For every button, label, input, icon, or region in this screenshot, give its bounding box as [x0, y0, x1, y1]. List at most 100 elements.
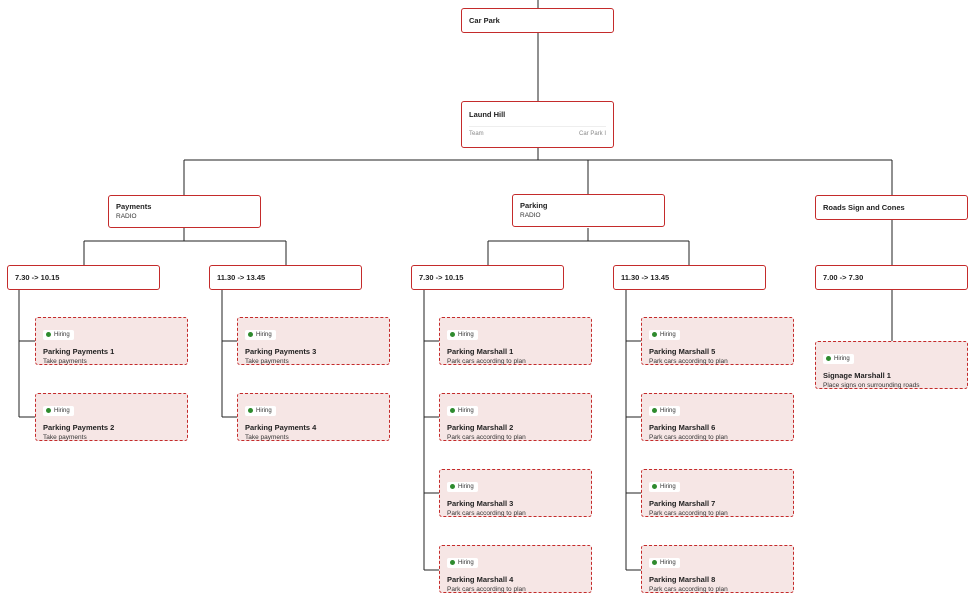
role-title: Parking Marshall 1 — [447, 347, 514, 356]
hiring-badge-label: Hiring — [458, 407, 474, 414]
shift-node[interactable]: 7.00 -> 7.30 — [815, 265, 968, 290]
department-subtitle: RADIO — [116, 213, 137, 220]
role-description: Take payments — [245, 434, 289, 441]
shift-title: 7.30 -> 10.15 — [15, 272, 60, 282]
status-dot-icon — [46, 332, 51, 337]
hiring-badge-label: Hiring — [660, 331, 676, 338]
shift-title: 7.00 -> 7.30 — [823, 272, 864, 282]
role-title: Parking Marshall 5 — [649, 347, 716, 356]
role-description: Park cars according to plan — [447, 586, 526, 593]
hiring-badge: Hiring — [245, 329, 276, 340]
role-card[interactable]: Hiring Parking Payments 4 Take payments — [237, 393, 390, 441]
status-dot-icon — [46, 408, 51, 413]
role-title: Parking Marshall 8 — [649, 575, 716, 584]
hiring-badge: Hiring — [447, 329, 478, 340]
role-description: Place signs on surrounding roads — [823, 382, 920, 389]
hiring-badge: Hiring — [43, 329, 74, 340]
role-card[interactable]: Hiring Parking Payments 3 Take payments — [237, 317, 390, 365]
role-title: Parking Marshall 3 — [447, 499, 514, 508]
hiring-badge-label: Hiring — [256, 331, 272, 338]
root-title: Car Park — [469, 15, 500, 25]
role-description: Park cars according to plan — [649, 586, 728, 593]
role-title: Parking Payments 2 — [43, 423, 115, 432]
role-card[interactable]: Hiring Parking Marshall 6 Park cars acco… — [641, 393, 794, 441]
role-card[interactable]: Hiring Parking Marshall 4 Park cars acco… — [439, 545, 592, 593]
root-node[interactable]: Car Park — [461, 8, 614, 33]
status-dot-icon — [652, 560, 657, 565]
status-dot-icon — [652, 332, 657, 337]
role-title: Signage Marshall 1 — [823, 371, 891, 380]
role-description: Take payments — [43, 434, 87, 441]
role-description: Park cars according to plan — [447, 510, 526, 517]
hiring-badge-label: Hiring — [660, 559, 676, 566]
shift-node[interactable]: 7.30 -> 10.15 — [7, 265, 160, 290]
hiring-badge: Hiring — [649, 405, 680, 416]
department-title: Payments — [116, 202, 152, 211]
status-dot-icon — [450, 332, 455, 337]
hiring-badge: Hiring — [447, 405, 478, 416]
department-parking[interactable]: Parking RADIO — [512, 194, 665, 227]
hiring-badge-label: Hiring — [54, 407, 70, 414]
role-description: Park cars according to plan — [447, 358, 526, 365]
role-description: Take payments — [43, 358, 87, 365]
site-node[interactable]: Laund Hill Team Car Park I — [461, 101, 614, 148]
role-description: Park cars according to plan — [649, 434, 728, 441]
hiring-badge-label: Hiring — [54, 331, 70, 338]
hiring-badge-label: Hiring — [458, 483, 474, 490]
shift-node[interactable]: 7.30 -> 10.15 — [411, 265, 564, 290]
department-roads-sign-and-cones[interactable]: Roads Sign and Cones — [815, 195, 968, 220]
status-dot-icon — [826, 356, 831, 361]
role-title: Parking Marshall 4 — [447, 575, 514, 584]
hiring-badge: Hiring — [447, 481, 478, 492]
site-title: Laund Hill — [469, 110, 506, 119]
shift-node[interactable]: 11.30 -> 13.45 — [209, 265, 362, 290]
hiring-badge-label: Hiring — [660, 407, 676, 414]
hiring-badge: Hiring — [649, 557, 680, 568]
hiring-badge: Hiring — [649, 329, 680, 340]
site-meta-value: Car Park I — [578, 131, 606, 137]
role-title: Parking Payments 1 — [43, 347, 115, 356]
role-card[interactable]: Hiring Parking Marshall 5 Park cars acco… — [641, 317, 794, 365]
site-meta-label: Team — [469, 131, 484, 137]
role-description: Park cars according to plan — [649, 510, 728, 517]
hiring-badge-label: Hiring — [458, 331, 474, 338]
role-description: Park cars according to plan — [649, 358, 728, 365]
role-card[interactable]: Hiring Signage Marshall 1 Place signs on… — [815, 341, 968, 389]
role-description: Take payments — [245, 358, 289, 365]
role-card[interactable]: Hiring Parking Marshall 3 Park cars acco… — [439, 469, 592, 517]
hiring-badge: Hiring — [43, 405, 74, 416]
role-title: Parking Marshall 6 — [649, 423, 716, 432]
department-subtitle: RADIO — [520, 212, 541, 219]
role-title: Parking Payments 3 — [245, 347, 317, 356]
status-dot-icon — [652, 484, 657, 489]
status-dot-icon — [248, 408, 253, 413]
role-card[interactable]: Hiring Parking Payments 1 Take payments — [35, 317, 188, 365]
hiring-badge: Hiring — [649, 481, 680, 492]
shift-title: 11.30 -> 13.45 — [217, 272, 266, 282]
role-title: Parking Payments 4 — [245, 423, 317, 432]
hiring-badge: Hiring — [245, 405, 276, 416]
department-payments[interactable]: Payments RADIO — [108, 195, 261, 228]
status-dot-icon — [248, 332, 253, 337]
role-title: Parking Marshall 2 — [447, 423, 514, 432]
shift-title: 11.30 -> 13.45 — [621, 272, 670, 282]
role-card[interactable]: Hiring Parking Marshall 7 Park cars acco… — [641, 469, 794, 517]
shift-node[interactable]: 11.30 -> 13.45 — [613, 265, 766, 290]
department-title: Parking — [520, 201, 548, 210]
hiring-badge-label: Hiring — [834, 355, 850, 362]
role-card[interactable]: Hiring Parking Marshall 1 Park cars acco… — [439, 317, 592, 365]
department-title: Roads Sign and Cones — [823, 202, 905, 212]
role-title: Parking Marshall 7 — [649, 499, 716, 508]
role-card[interactable]: Hiring Parking Marshall 2 Park cars acco… — [439, 393, 592, 441]
status-dot-icon — [450, 484, 455, 489]
role-description: Park cars according to plan — [447, 434, 526, 441]
role-card[interactable]: Hiring Parking Payments 2 Take payments — [35, 393, 188, 441]
hiring-badge-label: Hiring — [660, 483, 676, 490]
status-dot-icon — [450, 408, 455, 413]
role-card[interactable]: Hiring Parking Marshall 8 Park cars acco… — [641, 545, 794, 593]
status-dot-icon — [450, 560, 455, 565]
status-dot-icon — [652, 408, 657, 413]
shift-title: 7.30 -> 10.15 — [419, 272, 464, 282]
site-meta: Team Car Park I — [469, 126, 606, 137]
